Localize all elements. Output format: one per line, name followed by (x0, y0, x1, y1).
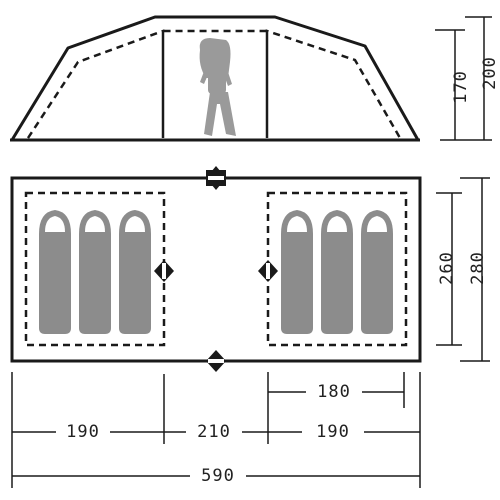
right-section-label: 190 (316, 422, 350, 442)
sleeping-bag-icon (119, 210, 151, 334)
door-marker-icon (206, 350, 226, 372)
left-sleeping-bags (39, 210, 151, 334)
bedroom-inner-width-label: 180 (317, 382, 351, 402)
side-height-dimensions (435, 16, 492, 141)
sleeping-bag-icon (361, 210, 393, 334)
sleeping-bag-icon (79, 210, 111, 334)
width-inner-label: 260 (437, 251, 457, 285)
length-dimensions (11, 372, 421, 488)
height-outer-label: 200 (480, 56, 500, 90)
door-marker-icon (154, 260, 174, 282)
door-marker-icon (206, 166, 226, 190)
tent-side-view (10, 15, 420, 142)
inner-tent-dashed-outline (26, 29, 402, 139)
right-sleeping-bags (281, 210, 393, 334)
floor-width-dimensions (436, 177, 490, 362)
tent-floor-plan (10, 166, 422, 372)
height-inner-label: 170 (451, 70, 471, 104)
left-section-label: 190 (66, 422, 100, 442)
width-outer-label: 280 (468, 251, 488, 285)
total-length-label: 590 (201, 466, 235, 486)
middle-section-label: 210 (197, 422, 231, 442)
left-bedroom-outline (24, 191, 166, 347)
outer-floor-outline (10, 176, 422, 363)
sleeping-bag-icon (39, 210, 71, 334)
door-marker-icon (258, 260, 278, 282)
sleeping-bag-icon (281, 210, 313, 334)
hiker-silhouette-icon (199, 38, 236, 136)
sleeping-bag-icon (321, 210, 353, 334)
